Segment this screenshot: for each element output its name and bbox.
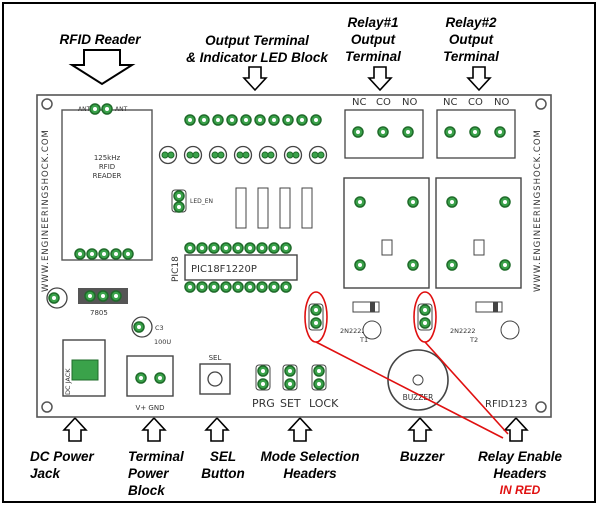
label-output-terminal: Output Terminal & Indicator LED Block — [172, 32, 342, 66]
label-relay2-line3: Terminal — [443, 49, 499, 64]
label-relay-enable: Relay Enable Headers IN RED — [462, 448, 578, 499]
label-output-terminal-line1: Output Terminal — [205, 33, 309, 48]
label-dc-power: DC Power Jack — [30, 448, 110, 482]
label-relay1-line1: Relay#1 — [347, 15, 399, 30]
label-dc-power-line2: Jack — [30, 466, 61, 481]
label-output-terminal-line2: & Indicator LED Block — [186, 50, 328, 65]
label-terminal-power-line2: Power — [128, 466, 169, 481]
label-rfid-reader: RFID Reader — [59, 32, 141, 47]
label-relay1-line2: Output — [350, 32, 396, 47]
label-terminal-power-line1: Terminal — [128, 449, 184, 464]
label-relay-enable-line2: Headers — [493, 466, 547, 481]
label-mode-line1: Mode Selection — [260, 449, 360, 464]
label-terminal-power-line3: Block — [128, 483, 165, 498]
label-relay2-line2: Output — [448, 32, 494, 47]
label-buzzer: Buzzer — [399, 449, 445, 464]
label-relay1: Relay#1 Output Terminal — [338, 14, 408, 65]
label-relay2: Relay#2 Output Terminal — [436, 14, 506, 65]
label-sel-line1: SEL — [209, 449, 237, 464]
label-sel-line2: Button — [201, 466, 245, 481]
label-sel-button: SEL Button — [196, 448, 250, 482]
diagram-frame — [2, 2, 596, 503]
label-relay-enable-line3: IN RED — [499, 483, 541, 497]
label-relay-enable-line1: Relay Enable — [477, 449, 563, 464]
label-relay1-line3: Terminal — [345, 49, 401, 64]
label-mode-selection: Mode Selection Headers — [250, 448, 370, 482]
label-relay2-line1: Relay#2 — [445, 15, 497, 30]
label-dc-power-line1: DC Power — [30, 449, 94, 464]
label-mode-line2: Headers — [283, 466, 337, 481]
label-terminal-power: Terminal Power Block — [128, 448, 198, 499]
